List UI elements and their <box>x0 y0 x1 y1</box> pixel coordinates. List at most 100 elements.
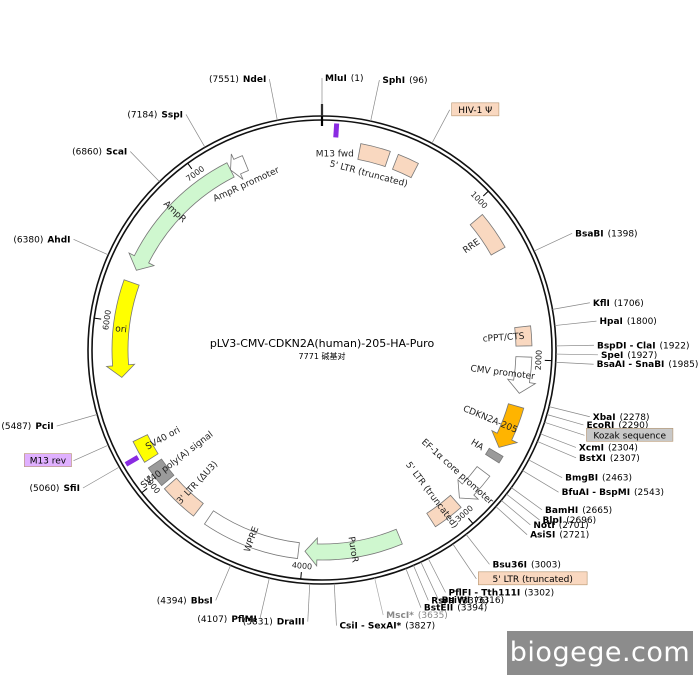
site-name: PciI <box>35 422 53 432</box>
site-sfii[interactable]: (5060)SfiI <box>30 484 80 494</box>
feature-ef-1-core-promoter[interactable] <box>457 466 491 500</box>
site-position: (2701) <box>559 521 589 531</box>
feature-segment[interactable] <box>391 153 419 179</box>
site-name: BspDI - ClaI <box>597 341 656 351</box>
tick-mark <box>94 317 102 320</box>
feature-ori[interactable] <box>105 279 140 378</box>
site-position: (1800) <box>627 317 657 327</box>
site-text: HpaI(1800) <box>599 317 656 327</box>
site-text: BamHI(2665) <box>545 506 612 516</box>
site-name: M13 rev <box>30 457 67 467</box>
site-name: AsiSI <box>530 531 555 541</box>
site-position: (2290) <box>618 421 648 431</box>
site-bsaai-snabi[interactable]: BsaAI - SnaBI(1985) <box>597 360 699 370</box>
site-asisi[interactable]: AsiSI(2721) <box>530 531 589 541</box>
feature-wpre[interactable] <box>203 510 300 560</box>
site-csii-sexai[interactable]: CsiI - SexAI*(3827) <box>339 622 435 632</box>
site-name: MluI <box>325 74 347 84</box>
feature-label: HA <box>469 438 486 454</box>
site-ecori[interactable]: EcoRI(2290) <box>586 421 648 431</box>
feature-5-ltr-truncated[interactable] <box>426 494 462 528</box>
site-name: XcmI <box>579 443 604 453</box>
site-text: RsrII(3376) <box>431 596 488 606</box>
feature-ampr[interactable] <box>128 162 235 271</box>
site-text: BlpI(2696) <box>542 516 596 526</box>
site-mlui[interactable]: MluI (1) <box>325 74 364 84</box>
site-bspdi-clai[interactable]: BspDI - ClaI (1922) <box>597 341 690 351</box>
site-bsabi[interactable]: BsaBI(1398) <box>575 229 637 239</box>
site-leader-line <box>495 506 528 535</box>
site-bfuai-bspmi[interactable]: BfuAI - BspMI(2543) <box>562 488 664 498</box>
site-sspi[interactable]: (7184)SspI <box>127 110 183 120</box>
feature-cmv-promoter[interactable] <box>506 356 537 394</box>
site-leader-line <box>537 441 577 459</box>
feature-ampr-promoter[interactable] <box>230 153 249 180</box>
feature-puror[interactable] <box>304 528 403 568</box>
site-name: CsiI - SexAI* <box>339 622 401 632</box>
site-kfli[interactable]: KflI(1706) <box>593 299 644 309</box>
site-position: (1922) <box>660 341 690 351</box>
site-name: BstXI <box>579 454 606 464</box>
site-text: NotI(2701) <box>533 521 588 531</box>
feature-sv40-poly-a-signal[interactable] <box>147 458 175 487</box>
site-scai[interactable]: (6860)ScaI <box>72 147 127 157</box>
site-text: MluI (1) <box>325 74 364 84</box>
site-xcmi[interactable]: XcmI(2304) <box>579 443 638 453</box>
site-bstxi[interactable]: BstXI(2307) <box>579 454 640 464</box>
site-ahdi[interactable]: (6380)AhdI <box>13 235 70 245</box>
site-bmgbi[interactable]: BmgBI(2463) <box>565 474 632 484</box>
site-m13-rev[interactable]: M13 rev <box>24 453 72 467</box>
site-name: PflMI <box>231 615 257 625</box>
site-hpai[interactable]: HpaI(1800) <box>599 317 656 327</box>
site-name: BsaBI <box>575 229 604 239</box>
site-ndei[interactable]: (7551)NdeI <box>209 75 266 85</box>
site-hiv-1[interactable]: HIV-1 Ψ <box>451 102 500 117</box>
site-kozak-sequence[interactable]: Kozak sequence <box>586 427 674 442</box>
site-bbsi[interactable]: (4394)BbsI <box>157 596 213 606</box>
site-msci[interactable]: MscI*(3635) <box>386 611 448 621</box>
feature-cppt-cts[interactable] <box>514 325 533 347</box>
feature-rre[interactable] <box>469 213 506 256</box>
feature-3-ltr-u3[interactable] <box>163 477 204 517</box>
site-position: (1) <box>351 74 364 84</box>
site-draiii[interactable]: (3831)DraIII <box>243 618 305 628</box>
site-spei[interactable]: SpeI(1927) <box>601 351 657 361</box>
site-5-ltr-truncated[interactable]: 5' LTR (truncated) <box>478 571 588 586</box>
site-name: BsiWI <box>442 596 471 606</box>
site-rsrii[interactable]: RsrII(3376) <box>431 596 488 606</box>
site-bsu36i[interactable]: Bsu36I(3003) <box>492 560 560 570</box>
site-xbai[interactable]: XbaI(2278) <box>593 413 650 423</box>
site-leader-line <box>452 543 477 580</box>
site-name: BlpI <box>542 516 562 526</box>
restriction-site-layer: MluI (1) SphI(96) HIV-1 Ψ BsaBI(1398) KflI(17… <box>1 74 698 632</box>
site-bamhi[interactable]: BamHI(2665) <box>545 506 612 516</box>
site-bsteii[interactable]: BstEII(3394) <box>424 604 487 614</box>
site-bsiwi[interactable]: BsiWI(3316) <box>442 596 505 606</box>
site-text: (7184)SspI <box>127 110 183 120</box>
tick-mark <box>141 488 148 494</box>
feature-ha[interactable] <box>485 447 504 464</box>
site-label-box <box>24 453 72 467</box>
site-name: BsaAI - SnaBI <box>597 360 665 370</box>
ring-inner <box>91 119 553 581</box>
site-noti[interactable]: NotI(2701) <box>533 521 588 531</box>
tick-mark <box>187 162 193 170</box>
feature-sv40-ori[interactable] <box>132 434 159 463</box>
feature-cdkn2a-205[interactable] <box>491 403 525 448</box>
site-position: (2278) <box>620 413 650 423</box>
site-sphi[interactable]: SphI(96) <box>382 76 427 86</box>
primer-m13-fwd[interactable] <box>333 123 340 138</box>
site-text: PflFI - Tth111I(3302) <box>448 588 554 598</box>
primer-m13-rev[interactable] <box>124 455 140 467</box>
site-pflmi[interactable]: (4107) PflMI <box>197 615 257 625</box>
site-pcii[interactable]: (5487)PciI <box>1 422 53 432</box>
site-text: (4107) PflMI <box>197 615 257 625</box>
site-position: (1985) <box>668 360 698 370</box>
site-pflfi-tth111i[interactable]: PflFI - Tth111I(3302) <box>448 588 554 598</box>
site-blpi[interactable]: BlpI(2696) <box>542 516 596 526</box>
feature-5-ltr-truncated[interactable] <box>357 143 391 168</box>
site-position: (4107) <box>197 615 227 625</box>
site-leader-line <box>374 577 384 616</box>
site-name: SfiI <box>63 484 80 494</box>
site-position: (2463) <box>602 474 632 484</box>
